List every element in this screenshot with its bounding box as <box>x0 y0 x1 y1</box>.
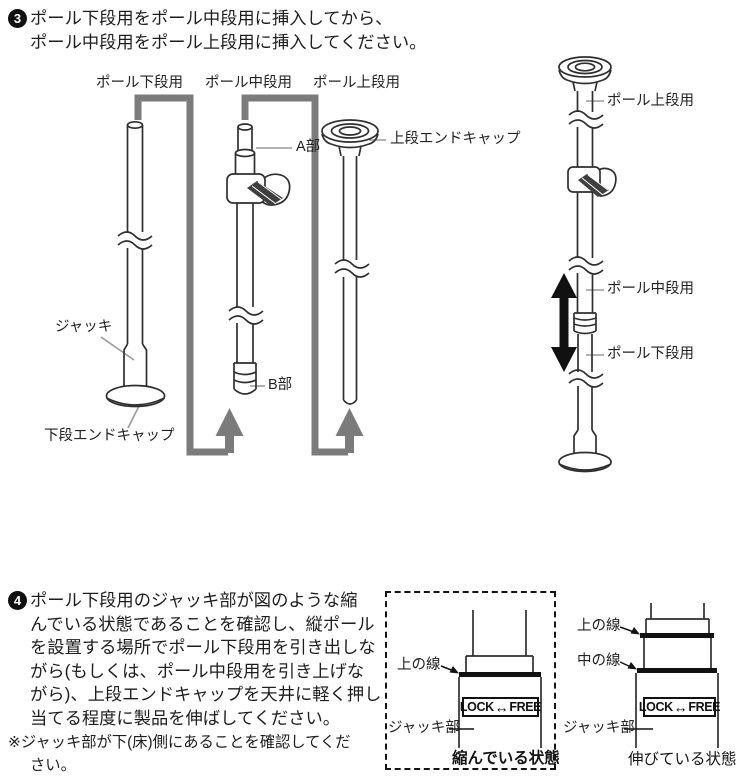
step4-line-1: 4 ポール下段用のジャッキ部が図のような縮 <box>8 589 381 613</box>
extended-lock-free-badge: LOCK↔FREE <box>639 697 720 717</box>
pole-lower-drawing <box>105 120 166 408</box>
step3-line-1: 3 ポール下段用をポール中段用に挿入してから、 <box>8 7 426 31</box>
step4-line-6: 当てる程度に製品を伸ばしてください。 <box>30 707 341 728</box>
compressed-jack-part-label: ジャッキ部 <box>388 720 460 736</box>
assembled-pole-lower-label: ポール下段用 <box>607 346 694 362</box>
step4-number-badge: 4 <box>8 591 27 610</box>
extended-state-caption: 伸びている状態 <box>628 751 737 768</box>
pole-upper-drawing <box>321 119 379 405</box>
extended-middle-line-label: 中の線 <box>577 653 621 669</box>
pole-middle-label: ポール中段用 <box>205 75 292 91</box>
compressed-state-frame <box>385 591 556 770</box>
part-a-label: A部 <box>296 139 321 155</box>
free-label: FREE <box>688 700 721 714</box>
jack-label: ジャッキ <box>55 319 113 335</box>
lower-end-cap-label: 下段エンドキャップ <box>44 428 175 444</box>
insert-path-lower-to-middle <box>134 94 244 456</box>
step4-line-5: がら)、上段エンドキャップを天井に軽く押し <box>30 684 382 705</box>
step4-text-1: ポール下段用のジャッキ部が図のような縮 <box>30 590 358 610</box>
pole-upper-label: ポール上段用 <box>313 75 400 91</box>
step4-line-2: んでいる状態であることを確認し、縦ポール <box>30 613 375 634</box>
pole-middle-drawing <box>226 123 291 395</box>
step3-number-badge: 3 <box>8 9 27 28</box>
leader-lines <box>100 100 604 429</box>
lock-label: LOCK <box>459 700 494 714</box>
step3-line-2: ポール中段用をポール上段用に挿入してください。 <box>30 31 427 52</box>
lock-label: LOCK <box>638 700 673 714</box>
extend-double-arrow-icon <box>551 273 577 372</box>
extended-middle-line-mark <box>637 668 717 673</box>
assembled-pole-upper-label: ポール上段用 <box>607 93 694 109</box>
lock-free-arrow-icon: ↔ <box>673 698 688 716</box>
jack-extended-drawing <box>635 603 719 748</box>
extended-upper-line-label: 上の線 <box>577 618 621 634</box>
compressed-state-caption: 縮んでいる状態 <box>452 750 560 767</box>
compressed-upper-line-label: 上の線 <box>397 657 441 673</box>
assembled-pole-middle-label: ポール中段用 <box>607 281 694 297</box>
extended-jack-part-label: ジャッキ部 <box>563 720 635 736</box>
step4-note-1: ※ジャッキ部が下(床)側にあることを確認してくだ <box>8 733 351 751</box>
step3-text-1: ポール下段用をポール中段用に挿入してから、 <box>30 8 393 28</box>
compressed-lock-free-badge: LOCK↔FREE <box>459 697 542 717</box>
free-label: FREE <box>509 700 542 714</box>
assembled-pole-drawing <box>558 56 617 473</box>
step4-instructions: 4 ポール下段用のジャッキ部が図のような縮 んでいる状態であることを確認し、縦ポ… <box>8 589 381 777</box>
upper-end-cap-label: 上段エンドキャップ <box>390 131 521 147</box>
lock-free-arrow-icon: ↔ <box>494 698 509 716</box>
extended-upper-line-mark <box>640 633 714 638</box>
step3-instructions: 3 ポール下段用をポール中段用に挿入してから、 ポール中段用をポール上段用に挿入… <box>8 7 426 54</box>
part-b-label: B部 <box>268 377 293 393</box>
step4-note-2: さい。 <box>30 756 76 774</box>
step4-line-3: を設置する場所でポール下段用を引き出しな <box>30 637 376 658</box>
step4-line-4: がら(もしくは、ポール中段用を引き上げな <box>30 660 365 681</box>
pole-lower-label: ポール下段用 <box>96 75 183 91</box>
